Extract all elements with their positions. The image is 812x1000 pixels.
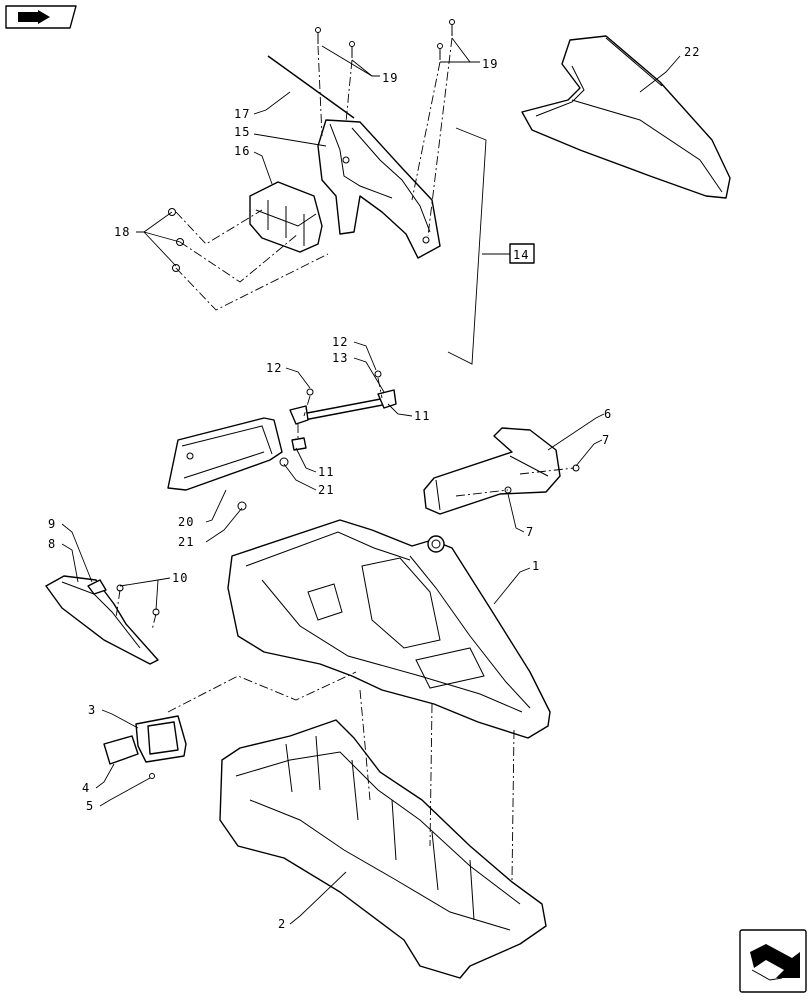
callout-15: 15 [234, 125, 250, 139]
callout-16: 16 [234, 144, 250, 158]
callout-19b: 19 [482, 57, 498, 71]
callout-10: 10 [172, 571, 188, 585]
callout-labels: 22 19 19 17 15 16 18 14 12 13 12 11 6 7 … [48, 45, 700, 931]
part-6-cover [423, 427, 580, 515]
callout-6: 6 [604, 407, 612, 421]
callout-11b: 11 [318, 465, 334, 479]
page-back-arrow-icon[interactable] [5, 5, 77, 29]
group-14-bracket-line [447, 127, 535, 365]
callout-19a: 19 [382, 71, 398, 85]
callout-21a: 21 [318, 483, 334, 497]
callout-17: 17 [234, 107, 250, 121]
part-22-cover [521, 35, 731, 199]
callout-4: 4 [82, 781, 90, 795]
callout-18: 18 [114, 225, 130, 239]
callout-9: 9 [48, 517, 56, 531]
callout-13: 13 [332, 351, 348, 365]
part-2-lower-housing [219, 689, 547, 979]
callout-7b: 7 [526, 525, 534, 539]
callout-12a: 12 [332, 335, 348, 349]
part-13-bar [289, 370, 397, 451]
part-1-housing [227, 519, 551, 739]
part-16-clip [249, 181, 323, 253]
leader-lines [61, 37, 681, 925]
part-3-4-5-bezel [103, 671, 357, 779]
assembly-lines-top [175, 37, 453, 311]
callout-21b: 21 [178, 535, 194, 549]
callout-14: 14 [513, 248, 529, 262]
callout-1: 1 [532, 559, 540, 573]
part-15-bracket [267, 55, 441, 259]
part-20-trim [167, 417, 289, 511]
callout-20: 20 [178, 515, 194, 529]
callout-11a: 11 [414, 409, 430, 423]
callout-8: 8 [48, 537, 56, 551]
part-8-side-trim [45, 575, 160, 665]
page-forward-arrow-icon[interactable] [739, 929, 807, 993]
callout-7a: 7 [602, 433, 610, 447]
callout-3: 3 [88, 703, 96, 717]
callout-22: 22 [684, 45, 700, 59]
callout-2: 2 [278, 917, 286, 931]
callout-12b: 12 [266, 361, 282, 375]
screws-19 [315, 19, 455, 60]
callout-5: 5 [86, 799, 94, 813]
